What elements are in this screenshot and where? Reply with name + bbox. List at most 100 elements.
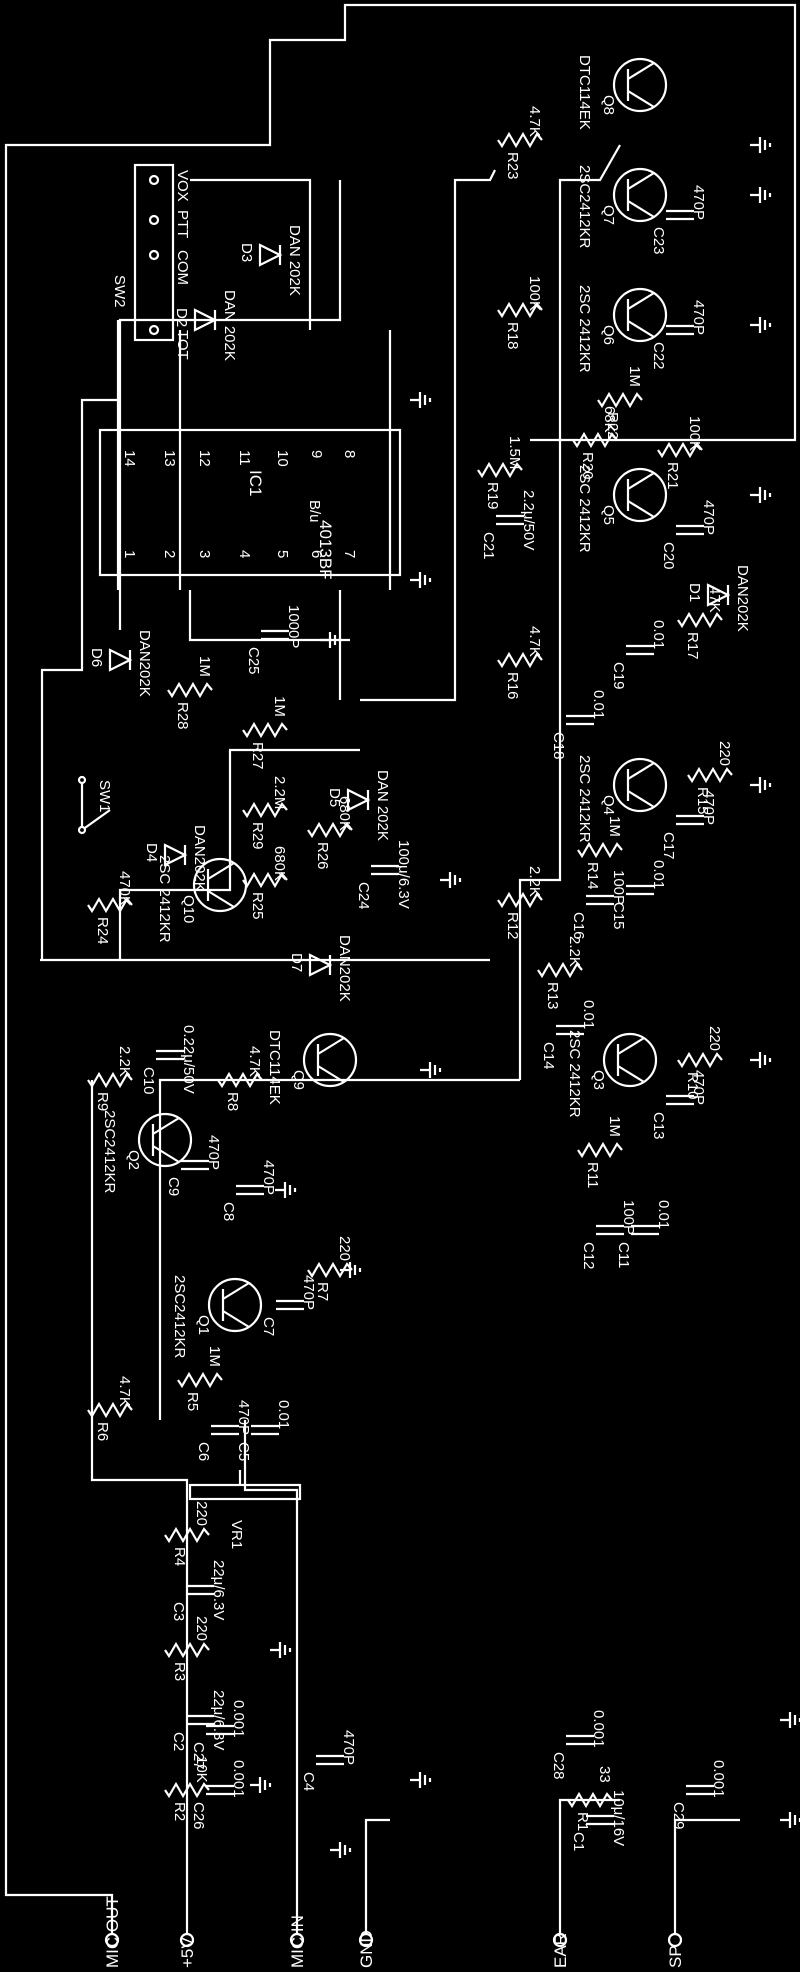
resistor-value: 2.2K xyxy=(526,866,543,897)
capacitor-value: 10μ/16V xyxy=(610,1790,627,1846)
ic1-pin-12: 12 xyxy=(196,450,213,467)
capacitor-value: 470P xyxy=(690,300,707,335)
transistor-ref: Q3 xyxy=(590,1070,607,1090)
resistors: R133R210KR3220R4220R51MR64.7KR7220R84.7K… xyxy=(87,106,733,1831)
diode-part: DAN202K xyxy=(136,630,153,697)
ground-icon xyxy=(780,1812,800,1828)
capacitor-value: 0.001 xyxy=(590,1710,607,1748)
resistor-value: 220 xyxy=(706,1026,723,1051)
ic1-pin-4: 4 xyxy=(236,550,253,558)
capacitor-value: 0.01 xyxy=(650,860,667,889)
resistor-value: 1M xyxy=(606,816,623,837)
capacitor-ref: C9 xyxy=(165,1177,182,1196)
resistor-ref: R5 xyxy=(184,1392,201,1411)
resistor-ref: R28 xyxy=(174,702,191,730)
capacitor-ref: C8 xyxy=(220,1202,237,1221)
transistor-part: 2SC 2412KR xyxy=(576,465,593,553)
capacitor-value: 0.01 xyxy=(590,690,607,719)
capacitor-value: 0.01 xyxy=(650,620,667,649)
resistor-value: 470K xyxy=(116,871,133,906)
sw1-label: SW1 xyxy=(96,780,113,813)
resistor-value: 220 xyxy=(193,1616,210,1641)
ground-symbols xyxy=(250,137,800,1858)
resistor-value: 220 xyxy=(336,1236,353,1261)
diode-ref: D1 xyxy=(686,583,703,602)
capacitor-ref: C15 xyxy=(610,902,627,930)
transistor-part: 2SC 2412KR xyxy=(156,855,173,943)
capacitor-ref: C6 xyxy=(195,1442,212,1461)
capacitor-ref: C21 xyxy=(480,532,497,560)
label-5v: +5V xyxy=(178,1937,197,1968)
vr1-label: VR1 xyxy=(228,1520,245,1549)
terminal-mic-out xyxy=(104,1932,120,1948)
label-ear: EAR xyxy=(551,1933,570,1968)
capacitor-ref: C19 xyxy=(610,662,627,690)
resistor-ref: R16 xyxy=(504,672,521,700)
ic1-pin-3: 3 xyxy=(196,550,213,558)
capacitor-ref: C25 xyxy=(245,647,262,675)
resistor-ref: R20 xyxy=(579,452,596,480)
transistor-ref: Q7 xyxy=(600,205,617,225)
capacitor-ref: C1 xyxy=(570,1832,587,1851)
ground-icon xyxy=(330,1842,352,1858)
ic1-part: 4013BF xyxy=(316,520,335,580)
resistor-value: 2.2K xyxy=(116,1046,133,1077)
terminal-mic-in xyxy=(289,1932,305,1948)
ground-icon xyxy=(340,1262,362,1278)
sw2-pos-com: COM xyxy=(174,250,191,285)
capacitor-ref: C4 xyxy=(300,1772,317,1791)
capacitor-ref: C11 xyxy=(615,1242,632,1268)
transistor-ref: Q10 xyxy=(180,895,197,923)
resistor-ref: R22 xyxy=(604,412,621,440)
ground-icon xyxy=(750,487,772,503)
ground-icon xyxy=(275,1182,297,1198)
capacitor-c1: C1 10μ/16V xyxy=(570,1790,627,1851)
capacitor-ref: C14 xyxy=(540,1042,557,1070)
ic1-pin-13: 13 xyxy=(161,450,178,467)
label-mic-out: MIC OUT xyxy=(103,1896,122,1968)
resistor-value: 47K xyxy=(706,586,723,613)
ic1-pin-11: 11 xyxy=(236,450,253,466)
resistor-ref: R9 xyxy=(94,1092,111,1111)
transistor-part: DTC114EK xyxy=(576,55,593,130)
vr1-body xyxy=(188,1483,302,1501)
capacitor-value: 470P xyxy=(300,1275,317,1310)
capacitor-ref: C5 xyxy=(235,1442,252,1461)
resistor-value: 4.7K xyxy=(116,1376,133,1407)
capacitor-value: 470P xyxy=(700,790,717,825)
resistor-ref: R4 xyxy=(171,1547,188,1566)
resistor-value: 4.7K xyxy=(246,1046,263,1077)
ic1-pin-9: 9 xyxy=(308,450,325,458)
diode-part: DAN 202K xyxy=(221,290,238,361)
